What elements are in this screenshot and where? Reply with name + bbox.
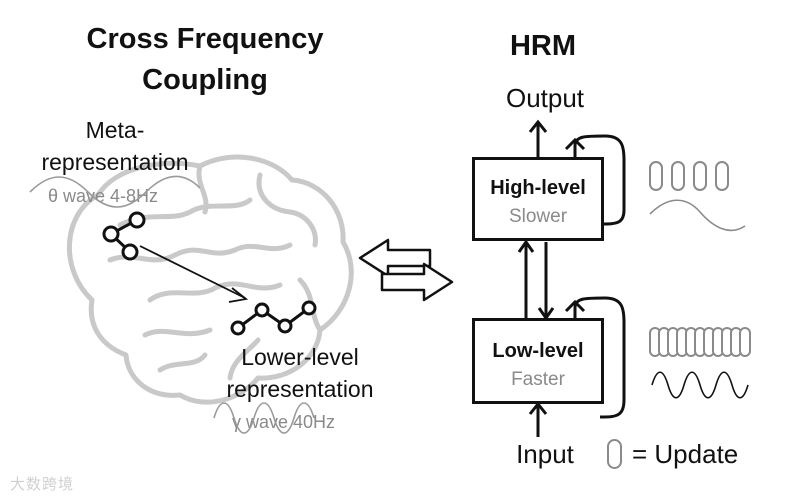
low-level-title: Low-level — [492, 340, 584, 362]
high-level-subtitle: Slower — [508, 206, 568, 227]
coupling-arrow-icon — [139, 245, 249, 303]
double-arrow-icon — [358, 238, 454, 302]
slow-sine-wave-icon — [649, 199, 746, 232]
lower-label-line1: Lower-level — [241, 344, 359, 370]
gamma-wave-label: γ wave 40Hz — [232, 412, 336, 432]
meta-label-line2: representation — [41, 149, 189, 175]
chain-nodes-icon — [230, 300, 317, 336]
update-pill-icon — [607, 439, 622, 469]
low-level-box: Low-level Faster — [472, 318, 604, 404]
fast-update-pills — [649, 327, 751, 357]
lower-label-line2: representation — [226, 376, 374, 402]
left-title-line1: Cross Frequency — [86, 23, 324, 55]
fast-sine-wave-icon — [651, 371, 749, 399]
gamma-wave-icon — [213, 402, 315, 434]
theta-wave-label: θ wave 4-8Hz — [48, 186, 159, 206]
watermark: 大数跨境 — [10, 476, 75, 493]
slow-update-pills — [649, 161, 729, 191]
legend-update-label: = Update — [632, 439, 739, 469]
meta-label-line1: Meta- — [85, 117, 145, 143]
hrm-title: HRM — [509, 30, 577, 62]
left-title-line2: Coupling — [142, 64, 268, 96]
low-level-subtitle: Faster — [511, 369, 565, 390]
output-label: Output — [505, 83, 585, 113]
theta-wave-icon — [29, 175, 201, 208]
network-nodes-icon — [102, 211, 146, 261]
input-label: Input — [516, 439, 574, 469]
high-level-title: High-level — [490, 177, 586, 199]
high-level-box: High-level Slower — [472, 157, 604, 241]
